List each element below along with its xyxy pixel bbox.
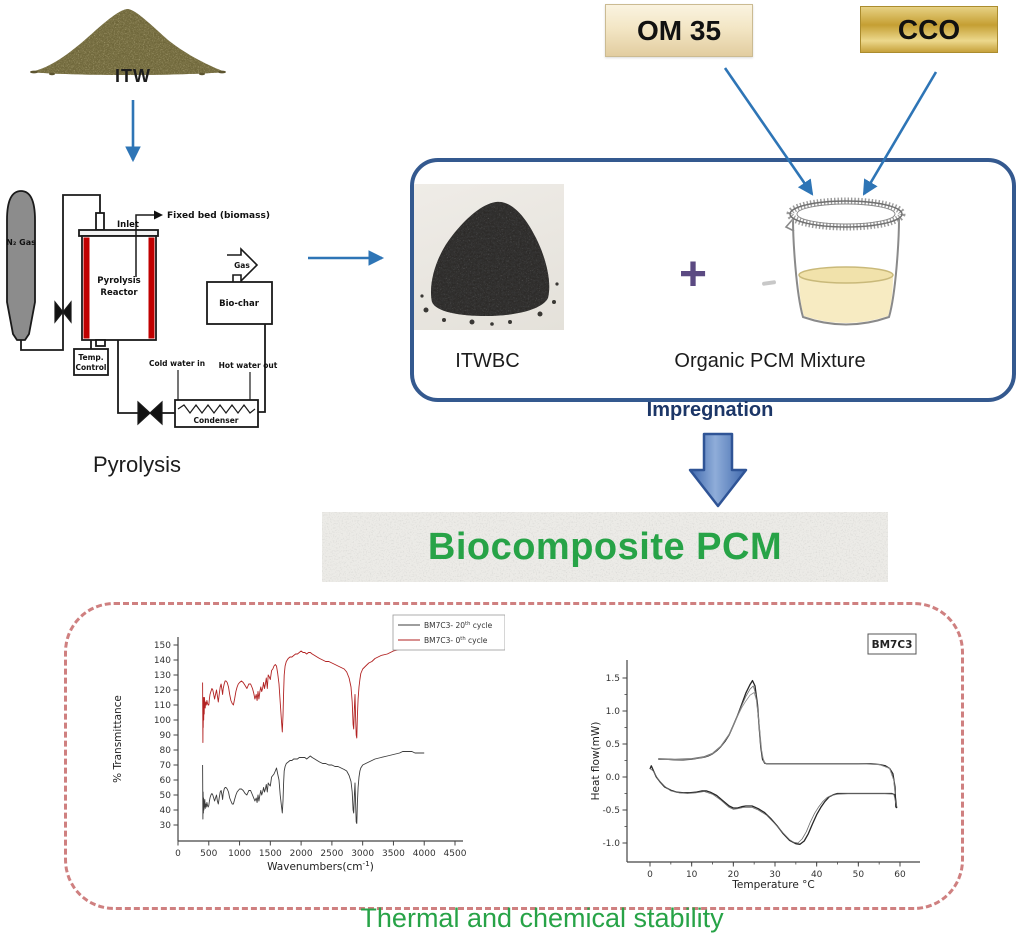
svg-text:BM7C3: BM7C3 bbox=[872, 639, 913, 651]
svg-text:0.0: 0.0 bbox=[606, 773, 621, 783]
plus-icon: + bbox=[678, 248, 708, 301]
svg-text:50: 50 bbox=[853, 870, 865, 880]
svg-text:100: 100 bbox=[154, 716, 171, 726]
beaker-image bbox=[784, 197, 906, 326]
big-down-arrow-icon bbox=[688, 432, 748, 508]
svg-text:130: 130 bbox=[154, 671, 171, 681]
om35-box: OM 35 bbox=[605, 4, 753, 57]
condenser-label: Condenser bbox=[193, 416, 238, 425]
svg-text:120: 120 bbox=[154, 686, 171, 696]
ftir-chart: 0 500 1000 1500 2000 2500 3000 3500 4000 4500 30 40… bbox=[103, 608, 506, 887]
stability-label: Thermal and chemical stability bbox=[360, 903, 724, 933]
svg-text:500: 500 bbox=[200, 849, 217, 859]
svg-text:-1.0: -1.0 bbox=[602, 839, 620, 849]
svg-text:20: 20 bbox=[728, 870, 740, 880]
svg-text:150: 150 bbox=[154, 641, 171, 651]
temp-label-2: Control bbox=[75, 363, 106, 372]
svg-text:40: 40 bbox=[160, 806, 172, 816]
svg-text:3000: 3000 bbox=[351, 849, 374, 859]
svg-text:0: 0 bbox=[175, 849, 181, 859]
svg-text:1000: 1000 bbox=[228, 849, 251, 859]
biocomposite-banner: Biocomposite PCM bbox=[322, 512, 888, 582]
svg-text:1500: 1500 bbox=[259, 849, 282, 859]
fixed-bed-label: Fixed bed (biomass) bbox=[167, 211, 270, 221]
temp-label-1: Temp. bbox=[78, 353, 103, 362]
reactor-label-1: Pyrolysis bbox=[97, 276, 140, 286]
svg-text:2000: 2000 bbox=[290, 849, 313, 859]
svg-text:140: 140 bbox=[154, 656, 171, 666]
stability-dashed-box bbox=[64, 602, 964, 910]
svg-text:4000: 4000 bbox=[413, 849, 436, 859]
itwbc-biochar-image bbox=[414, 184, 564, 330]
svg-text:Heat flow(mW): Heat flow(mW) bbox=[590, 722, 602, 801]
svg-text:30: 30 bbox=[769, 870, 781, 880]
svg-text:110: 110 bbox=[154, 701, 171, 711]
svg-text:1.0: 1.0 bbox=[606, 707, 621, 717]
cco-label: CCO bbox=[897, 13, 961, 45]
organic-pcm-label: Organic PCM Mixture bbox=[674, 350, 866, 372]
svg-text:3500: 3500 bbox=[382, 849, 405, 859]
svg-text:2500: 2500 bbox=[320, 849, 343, 859]
n2-gas-label: N₂ Gas bbox=[6, 238, 36, 247]
itw-biomass-image bbox=[30, 9, 226, 76]
impregnation-label: Impregnation bbox=[646, 399, 774, 421]
hot-water-label: Hot water out bbox=[219, 361, 278, 370]
gas-label: Gas bbox=[234, 261, 250, 270]
pyrolysis-label: Pyrolysis bbox=[92, 452, 181, 477]
svg-text:1.5: 1.5 bbox=[606, 674, 620, 684]
pyrolysis-schematic: N₂ Gas Inlet Fixed bed (biomass) Pyrolys… bbox=[6, 190, 278, 428]
cold-water-label: Cold water in bbox=[149, 359, 205, 368]
svg-text:BM7C3- 20th cycle: BM7C3- 20th cycle bbox=[424, 621, 493, 630]
biocomposite-pcm-label: Biocomposite PCM bbox=[427, 525, 783, 568]
biochar-label: Bio-char bbox=[219, 299, 260, 309]
svg-text:80: 80 bbox=[160, 746, 172, 756]
om35-label: OM 35 bbox=[636, 14, 722, 46]
itw-label: ITW bbox=[115, 66, 151, 86]
cco-box: CCO bbox=[860, 6, 998, 53]
itwbc-label: ITWBC bbox=[455, 350, 520, 372]
svg-text:70: 70 bbox=[160, 761, 172, 771]
svg-text:0.5: 0.5 bbox=[606, 740, 620, 750]
svg-text:50: 50 bbox=[160, 791, 172, 801]
svg-text:60: 60 bbox=[160, 776, 172, 786]
svg-text:-0.5: -0.5 bbox=[602, 806, 620, 816]
svg-text:% Transmittance: % Transmittance bbox=[112, 695, 124, 783]
svg-text:Wavenumbers(cm-1): Wavenumbers(cm-1) bbox=[267, 859, 374, 874]
svg-text:4500: 4500 bbox=[444, 849, 467, 859]
svg-text:BM7C3- 0th cycle: BM7C3- 0th cycle bbox=[424, 636, 488, 645]
reactor-label-2: Reactor bbox=[100, 288, 138, 298]
svg-text:10: 10 bbox=[686, 870, 698, 880]
svg-text:30: 30 bbox=[160, 821, 172, 831]
svg-text:60: 60 bbox=[894, 870, 906, 880]
inlet-label: Inlet bbox=[117, 220, 139, 230]
svg-text:40: 40 bbox=[811, 870, 823, 880]
svg-text:0: 0 bbox=[647, 870, 653, 880]
svg-text:Temperature °C: Temperature °C bbox=[731, 879, 814, 891]
svg-text:90: 90 bbox=[160, 731, 172, 741]
